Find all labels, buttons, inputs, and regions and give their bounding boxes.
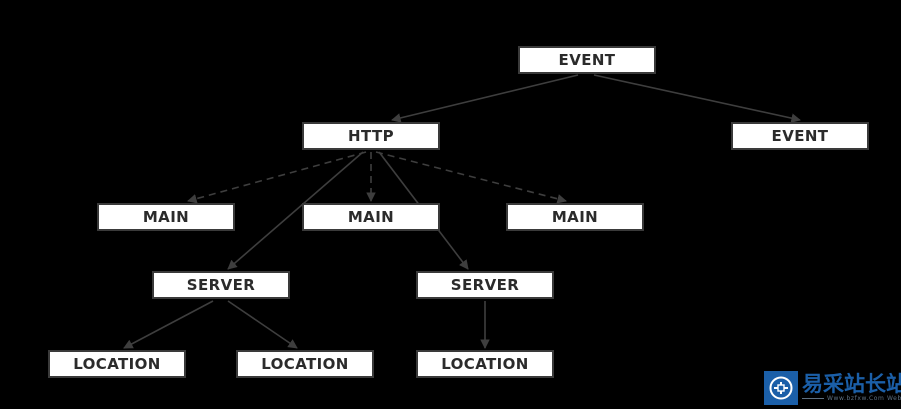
node-label: MAIN bbox=[142, 208, 190, 226]
edge-event-root-to-http bbox=[391, 74, 579, 123]
node-label: EVENT bbox=[771, 127, 829, 145]
node-label: MAIN bbox=[551, 208, 599, 226]
node-location-1[interactable]: LOCATION bbox=[48, 350, 186, 378]
node-label: HTTP bbox=[348, 127, 394, 145]
node-label: LOCATION bbox=[261, 355, 349, 373]
edge-server-left-to-location-2 bbox=[227, 300, 298, 349]
node-label: LOCATION bbox=[441, 355, 529, 373]
node-server-left[interactable]: SERVER bbox=[152, 271, 290, 299]
edge-http-to-main-right bbox=[375, 151, 567, 204]
node-main-left[interactable]: MAIN bbox=[97, 203, 235, 231]
watermark-rule bbox=[802, 398, 824, 399]
node-event-right[interactable]: EVENT bbox=[731, 122, 869, 150]
node-location-3[interactable]: LOCATION bbox=[416, 350, 554, 378]
node-label: MAIN bbox=[347, 208, 395, 226]
node-location-2[interactable]: LOCATION bbox=[236, 350, 374, 378]
watermark-text: 易采站长站 Www.bzfxw.Com Webmaster bbox=[802, 373, 901, 403]
watermark-subtitle-text: Www.bzfxw.Com Webmaster bbox=[827, 395, 901, 402]
node-label: EVENT bbox=[558, 51, 616, 69]
watermark-title: 易采站长站 bbox=[802, 372, 901, 396]
node-label: SERVER bbox=[450, 276, 520, 294]
node-main-right[interactable]: MAIN bbox=[506, 203, 644, 231]
node-label: SERVER bbox=[186, 276, 256, 294]
watermark-logo-icon bbox=[764, 371, 798, 405]
node-main-mid[interactable]: MAIN bbox=[302, 203, 440, 231]
node-server-right[interactable]: SERVER bbox=[416, 271, 554, 299]
node-label: LOCATION bbox=[73, 355, 161, 373]
edge-http-to-main-left bbox=[187, 151, 367, 204]
node-event-root[interactable]: EVENT bbox=[518, 46, 656, 74]
edge-event-root-to-event-right bbox=[593, 74, 801, 123]
edge-server-left-to-location-1 bbox=[123, 300, 214, 349]
watermark: 易采站长站 Www.bzfxw.Com Webmaster bbox=[764, 371, 901, 405]
node-http[interactable]: HTTP bbox=[302, 122, 440, 150]
watermark-subtitle: Www.bzfxw.Com Webmaster bbox=[802, 395, 901, 403]
